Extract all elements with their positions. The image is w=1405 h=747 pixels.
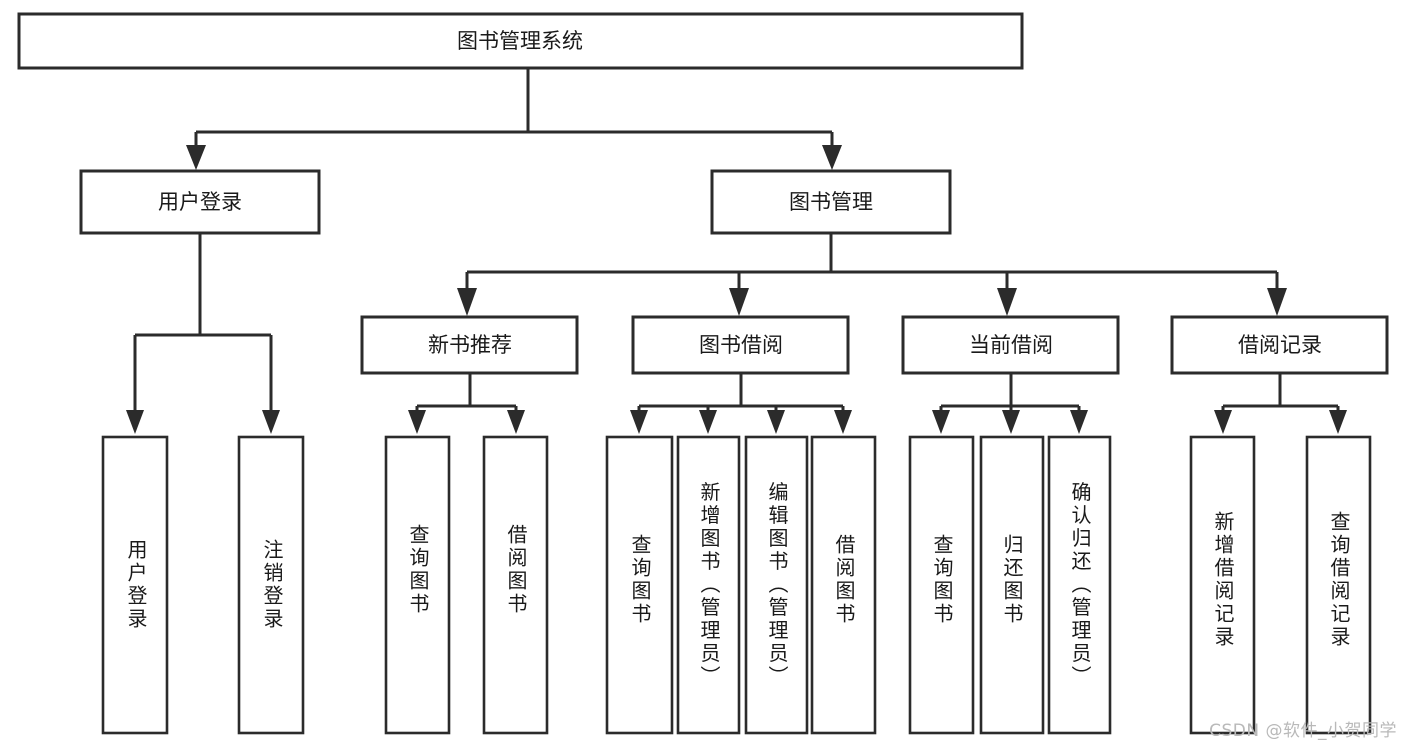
leaf-rec-borrow[interactable]: 借阅图书	[482, 435, 549, 735]
leaf-label: 注销登录	[260, 539, 284, 631]
leaf-box[interactable]	[676, 435, 741, 735]
leaf-label: 编辑图书（管理员）	[765, 481, 789, 688]
leaf-borrow-query[interactable]: 查询图书	[605, 435, 674, 735]
arrow-to-leaf-borrow-book	[834, 410, 852, 434]
book-borrow-label: 图书借阅	[699, 333, 783, 357]
arrow-to-current-borrow	[997, 288, 1017, 316]
node-book-borrow[interactable]: 图书借阅	[631, 315, 850, 375]
book-manage-label: 图书管理	[789, 190, 873, 214]
leaf-label: 借阅图书	[832, 534, 856, 626]
arrow-to-leaf-query-record	[1329, 410, 1347, 434]
node-root[interactable]: 图书管理系统	[17, 12, 1024, 70]
leaf-box[interactable]	[908, 435, 975, 735]
arrow-to-leaf-confirm-return	[1070, 410, 1088, 434]
leaf-box[interactable]	[101, 435, 169, 735]
current-borrow-box[interactable]	[901, 315, 1120, 375]
node-borrow-record[interactable]: 借阅记录	[1170, 315, 1389, 375]
leaf-rec-query[interactable]: 查询图书	[384, 435, 451, 735]
new-book-rec-label: 新书推荐	[428, 333, 512, 357]
leaf-add-record[interactable]: 新增借阅记录	[1189, 435, 1256, 735]
new-book-rec-box[interactable]	[360, 315, 579, 375]
user-login-box[interactable]	[79, 169, 321, 235]
arrow-to-leaf-add-book	[699, 410, 717, 434]
node-user-login[interactable]: 用户登录	[79, 169, 321, 235]
arrow-to-book-manage	[822, 145, 842, 170]
arrow-to-user-login	[186, 145, 206, 170]
leaf-return-book[interactable]: 归还图书	[979, 435, 1045, 735]
arrow-to-book-borrow	[729, 288, 749, 316]
user-login-label: 用户登录	[158, 190, 242, 214]
leaf-box[interactable]	[979, 435, 1045, 735]
connector-book-manage-to-level3	[457, 233, 1287, 316]
borrow-record-label: 借阅记录	[1238, 333, 1322, 357]
node-current-borrow[interactable]: 当前借阅	[901, 315, 1120, 375]
leaf-box[interactable]	[810, 435, 877, 735]
arrow-to-leaf-cur-query	[932, 410, 950, 434]
leaf-add-book[interactable]: 新增图书（管理员）	[676, 435, 741, 735]
leaf-label: 查询图书	[930, 534, 954, 626]
arrow-to-leaf-edit-book	[767, 410, 785, 434]
connector-borrow-record-to-leaves	[1214, 373, 1347, 434]
leaf-label: 查询图书	[628, 534, 652, 626]
connector-user-login-to-leaves	[126, 233, 280, 434]
leaf-borrow-book[interactable]: 借阅图书	[810, 435, 877, 735]
leaf-box[interactable]	[237, 435, 305, 735]
connector-current-borrow-to-leaves	[932, 373, 1088, 434]
leaf-box[interactable]	[1047, 435, 1112, 735]
leaf-user-login[interactable]: 用户登录	[101, 435, 169, 735]
leaf-box[interactable]	[1189, 435, 1256, 735]
leaf-logout[interactable]: 注销登录	[237, 435, 305, 735]
current-borrow-label: 当前借阅	[969, 333, 1053, 357]
arrow-to-leaf-borrow-query	[630, 410, 648, 434]
leaf-label: 查询图书	[406, 524, 430, 616]
arrow-to-leaf-return-book	[1002, 410, 1020, 434]
node-new-book-rec[interactable]: 新书推荐	[360, 315, 579, 375]
connector-book-borrow-to-leaves	[630, 373, 852, 434]
leaf-box[interactable]	[482, 435, 549, 735]
leaf-label: 用户登录	[124, 539, 148, 631]
connector-root-to-level2	[186, 68, 842, 170]
root-label: 图书管理系统	[457, 29, 583, 53]
arrow-to-leaf-logout	[262, 410, 280, 434]
arrow-to-new-book-rec	[457, 288, 477, 316]
leaf-label: 新增借阅记录	[1211, 511, 1235, 649]
leaf-query-record[interactable]: 查询借阅记录	[1305, 435, 1372, 735]
leaf-edit-book[interactable]: 编辑图书（管理员）	[744, 435, 809, 735]
leaf-cur-query[interactable]: 查询图书	[908, 435, 975, 735]
arrow-to-leaf-add-record	[1214, 410, 1232, 434]
arrow-to-borrow-record	[1267, 288, 1287, 316]
arrow-to-leaf-rec-borrow	[507, 410, 525, 434]
leaf-box[interactable]	[384, 435, 451, 735]
root-box[interactable]	[17, 12, 1024, 70]
leaf-confirm-return[interactable]: 确认归还（管理员）	[1047, 435, 1112, 735]
node-book-manage[interactable]: 图书管理	[710, 169, 952, 235]
leaf-box[interactable]	[605, 435, 674, 735]
leaf-label: 借阅图书	[504, 524, 528, 616]
arrow-to-leaf-rec-query	[408, 410, 426, 434]
leaf-label: 新增图书（管理员）	[697, 481, 721, 688]
connector-new-book-rec-to-leaves	[408, 373, 525, 434]
leaf-box[interactable]	[1305, 435, 1372, 735]
leaf-label: 归还图书	[1000, 534, 1024, 626]
leaf-box[interactable]	[744, 435, 809, 735]
leaf-label: 查询借阅记录	[1327, 511, 1351, 649]
arrow-to-leaf-user-login	[126, 410, 144, 434]
leaf-label: 确认归还（管理员）	[1068, 481, 1092, 688]
